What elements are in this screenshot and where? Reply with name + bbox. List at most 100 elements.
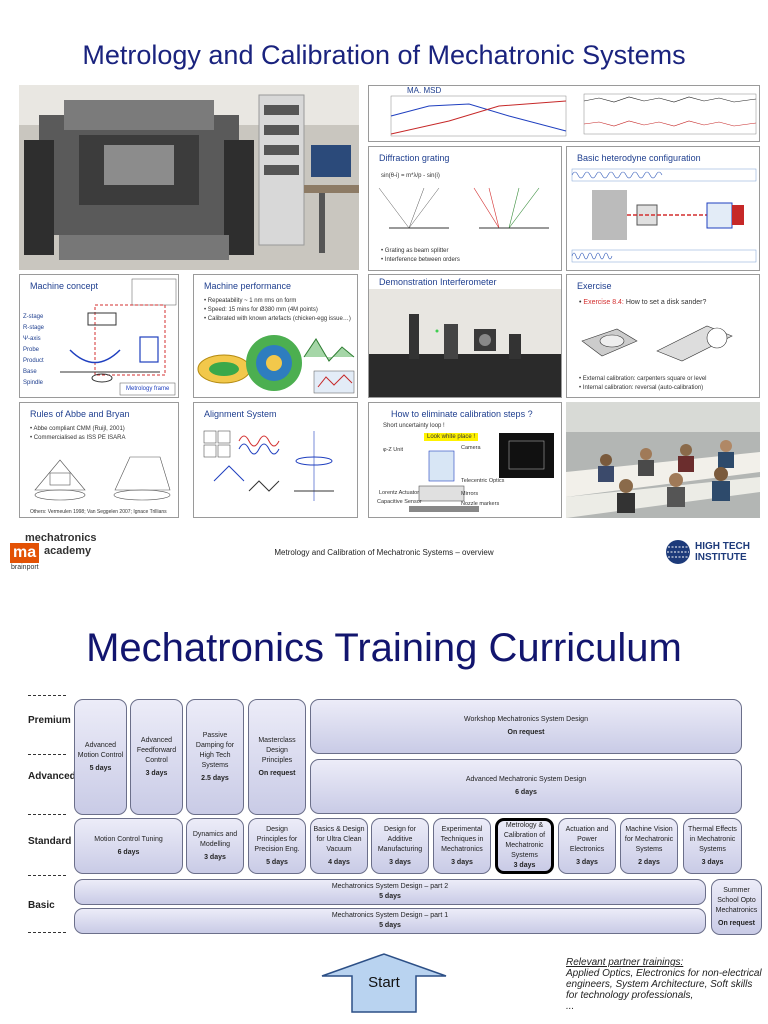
course-title: Workshop Mechatronics System Design — [464, 716, 588, 723]
eliminate-thumbnail: How to eliminate calibration steps ? Sho… — [368, 402, 562, 518]
performance-bullet: Speed: 15 mins for Ø380 mm (4M points) — [204, 306, 354, 315]
course-title: Design Principles for Precision Eng. — [254, 825, 300, 853]
start-arrow[interactable]: Start — [320, 952, 448, 1014]
course-duration: 6 days — [515, 789, 537, 796]
course-duration: 3 days — [145, 769, 168, 777]
course-additive-manufacturing[interactable]: Design for Additive Manufacturing 3 days — [371, 818, 429, 874]
concept-label: Base — [23, 369, 37, 375]
course-design-principles[interactable]: Design Principles for Precision Eng. 5 d… — [248, 818, 306, 874]
course-title: Experimental Techniques in Mechatronics — [440, 825, 484, 853]
course-duration: 3 days — [204, 853, 226, 861]
course-dynamics-modelling[interactable]: Dynamics and Modelling 3 days — [186, 818, 244, 874]
exercise-title: Exercise — [577, 281, 612, 291]
performance-bullet: Calibrated with known artefacts (chicken… — [204, 315, 354, 324]
course-motion-control-tuning[interactable]: Motion Control Tuning 6 days — [74, 818, 183, 874]
level-basic: Basic — [28, 900, 55, 911]
performance-bullets: Repeatability ~ 1 nm rms on form Speed: … — [204, 297, 354, 324]
course-passive-damping[interactable]: Passive Damping for High Tech Systems 2.… — [186, 699, 244, 815]
alignment-title: Alignment System — [204, 409, 277, 419]
course-duration: 6 days — [117, 848, 140, 856]
course-duration: 3 days — [451, 858, 473, 866]
level-standard: Standard — [28, 836, 72, 847]
graph-label: MA. MSD — [407, 86, 442, 95]
level-divider — [28, 875, 66, 876]
level-premium: Premium — [28, 715, 71, 726]
abbe-footnote: Others: Vermeulen 1998; Van Seggelen 200… — [30, 509, 167, 515]
mechatronics-academy-logo: mechatronics ma academy brainport — [8, 532, 118, 580]
course-advanced-feedforward-control[interactable]: Advanced Feedforward Control 3 days — [130, 699, 183, 815]
eliminate-label: φ-Z Unit — [383, 447, 404, 453]
eliminate-title: How to eliminate calibration steps ? — [391, 409, 533, 419]
demo-thumbnail: Demonstration Interferometer — [368, 274, 562, 398]
diffraction-formula: sin(θ-i) = m*λ/p - sin(i) — [381, 173, 440, 179]
exercise-bullet: External calibration: carpenters square … — [579, 375, 707, 384]
machine-concept-thumbnail: Machine concept Z-stage R-stage Ψ-axis P… — [19, 274, 179, 398]
course-duration: 5 days — [379, 893, 401, 900]
course-ultra-clean-vacuum[interactable]: Basics & Design for Ultra Clean Vacuum 4… — [310, 818, 368, 874]
abbe-bullet: Commercialised as ISS PE ISARA — [30, 434, 126, 443]
course-title: Mechatronics System Design – part 2 — [331, 883, 449, 890]
slide2-title: Mechatronics Training Curriculum — [86, 626, 682, 670]
course-title: Actuation and Power Electronics — [565, 825, 609, 853]
diffraction-title: Diffraction grating — [379, 153, 450, 163]
course-duration: On request — [258, 769, 296, 777]
level-divider — [28, 814, 66, 815]
course-advanced-msd[interactable]: Advanced Mechatronic System Design 6 day… — [310, 759, 742, 814]
exercise-thumbnail: Exercise • Exercise 8.4: How to set a di… — [566, 274, 760, 398]
course-advanced-motion-control[interactable]: Advanced Motion Control 5 days — [74, 699, 127, 815]
course-duration: 3 days — [389, 858, 411, 866]
course-experimental-techniques[interactable]: Experimental Techniques in Mechatronics … — [433, 818, 491, 874]
abbe-bullet: Abbe compliant CMM (Ruijl, 2001) — [30, 425, 125, 434]
globe-icon — [666, 540, 690, 564]
eliminate-label: Capacitive Sensor — [377, 499, 422, 505]
diffraction-bullets: Grating as beam splitter Interference be… — [381, 247, 460, 265]
partner-more: ... — [566, 1001, 575, 1012]
course-title: Design for Additive Manufacturing — [377, 825, 423, 853]
heterodyne-thumbnail: Basic heterodyne configuration — [566, 146, 760, 271]
level-advanced: Advanced — [28, 771, 76, 782]
metrology-frame-label: Metrology frame — [126, 386, 170, 392]
slide1-footer: Metrology and Calibration of Mechatronic… — [274, 548, 494, 557]
course-title: Basics & Design for Ultra Clean Vacuum — [313, 825, 365, 853]
course-msd-part2[interactable]: Mechatronics System Design – part 2 5 da… — [74, 879, 706, 905]
logo-mark: ma — [10, 543, 40, 563]
eliminate-label: Nozzle markers — [461, 501, 500, 507]
exercise-task-label: Exercise 8.4: — [583, 299, 624, 306]
course-duration: 2.5 days — [201, 774, 229, 782]
course-title: Summer School Opto Mechatronics — [715, 886, 758, 914]
concept-label: Product — [23, 358, 44, 364]
course-duration: 3 days — [701, 858, 724, 866]
course-title: Advanced Motion Control — [77, 741, 124, 759]
course-duration: On request — [718, 919, 755, 927]
hti-line1: HIGH TECH — [695, 541, 750, 552]
partner-title: Relevant partner trainings: — [566, 957, 684, 968]
course-workshop-msd[interactable]: Workshop Mechatronics System Design On r… — [310, 699, 742, 754]
exercise-task-text: How to set a disk sander? — [625, 299, 707, 306]
course-actuation-power-electronics[interactable]: Actuation and Power Electronics 3 days — [558, 818, 616, 874]
eliminate-labels-left: φ-Z Unit — [383, 445, 403, 455]
course-masterclass-design-principles[interactable]: Masterclass Design Principles On request — [248, 699, 306, 815]
course-metrology-calibration[interactable]: Metrology & Calibration of Mechatronic S… — [495, 818, 554, 874]
course-thermal-effects[interactable]: Thermal Effects in Mechatronic Systems 3… — [683, 818, 742, 874]
course-duration: 5 days — [379, 922, 401, 929]
course-machine-vision[interactable]: Machine Vision for Mechatronic Systems 2… — [620, 818, 678, 874]
course-duration: 3 days — [576, 858, 598, 866]
abbe-title: Rules of Abbe and Bryan — [30, 409, 130, 419]
start-label: Start — [368, 974, 400, 991]
machine-photo — [19, 85, 359, 270]
demo-title: Demonstration Interferometer — [379, 277, 497, 287]
course-duration: 4 days — [328, 858, 350, 866]
course-title: Machine Vision for Mechatronic Systems — [624, 825, 674, 853]
logo-line1: mechatronics — [25, 532, 97, 544]
course-title: Advanced Feedforward Control — [136, 736, 177, 764]
course-duration: 2 days — [638, 858, 660, 866]
course-duration: 5 days — [89, 764, 112, 772]
performance-title: Machine performance — [204, 281, 292, 291]
classroom-photo — [566, 402, 760, 518]
abbe-bullets: Abbe compliant CMM (Ruijl, 2001) Commerc… — [30, 425, 125, 443]
course-title: Thermal Effects in Mechatronic Systems — [688, 825, 737, 853]
course-summer-school[interactable]: Summer School Opto Mechatronics On reque… — [711, 879, 762, 935]
course-msd-part1[interactable]: Mechatronics System Design – part 1 5 da… — [74, 908, 706, 934]
partner-trainings: Relevant partner trainings: Applied Opti… — [566, 957, 766, 1012]
eliminate-callout: Look white place ! — [424, 433, 479, 441]
